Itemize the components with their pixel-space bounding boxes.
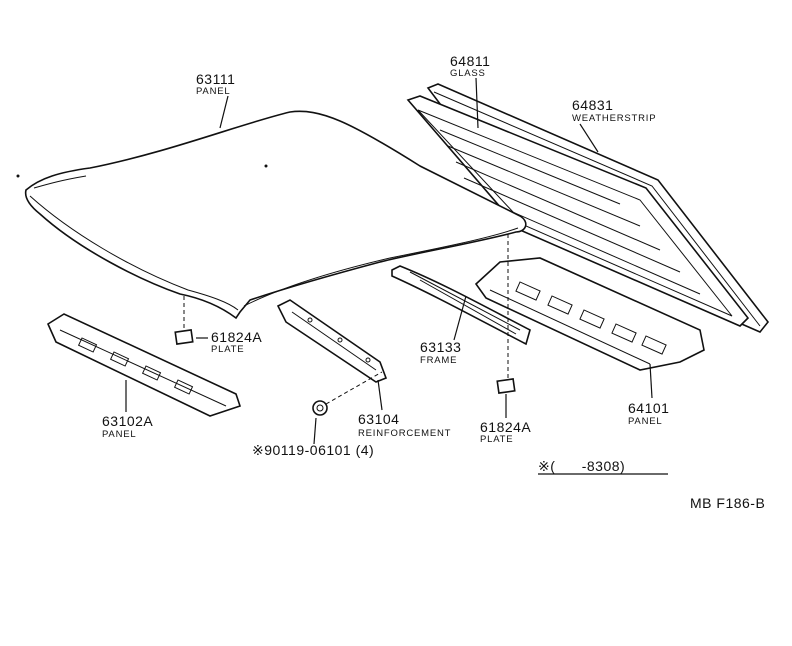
part-name: WEATHERSTRIP (572, 113, 656, 124)
bolt-label: ※90119-06101 (4) (252, 442, 374, 458)
part-name: PANEL (102, 429, 136, 440)
part-label-63104: 63104 REINFORCEMENT (358, 411, 451, 439)
part-label-64811: 64811 GLASS (450, 53, 490, 79)
diagram-code: MB F186-B (690, 495, 765, 511)
plate-upper-shape (174, 329, 194, 345)
part-number: 64831 (572, 97, 613, 113)
part-number: 64101 (628, 400, 669, 416)
part-number: 63104 (358, 411, 399, 427)
part-name: PANEL (196, 86, 230, 97)
plate-lower-shape (496, 378, 516, 394)
part-name: PANEL (628, 416, 662, 427)
part-label-61824a-upper: 61824A PLATE (211, 329, 262, 355)
bolt-shape (312, 400, 328, 416)
front-panel-shape (46, 313, 242, 417)
part-number: 64811 (450, 53, 490, 69)
part-name: GLASS (450, 68, 486, 79)
part-number: 61824A (211, 329, 262, 345)
part-label-64101: 64101 PANEL (628, 400, 669, 427)
part-name: PLATE (211, 344, 244, 355)
part-number: 63133 (420, 339, 461, 355)
rear-panel-shape (474, 257, 705, 371)
part-label-61824a-lower: 61824A PLATE (480, 419, 531, 445)
roof-panel-shape (16, 110, 527, 320)
part-name: FRAME (420, 355, 457, 366)
footnote: ※( -8308) (538, 458, 625, 474)
frame-shape (391, 265, 531, 346)
reinforcement-shape (276, 299, 388, 383)
part-name: REINFORCEMENT (358, 428, 451, 439)
part-number: 61824A (480, 419, 531, 435)
part-label-63111: 63111 PANEL (196, 71, 235, 97)
part-label-63102a: 63102A PANEL (102, 413, 153, 440)
part-number: 63102A (102, 413, 153, 429)
part-label-63133: 63133 FRAME (420, 339, 461, 366)
part-label-64831: 64831 WEATHERSTRIP (572, 97, 656, 124)
part-number: 63111 (196, 71, 235, 87)
part-name: PLATE (480, 434, 513, 445)
leader-lines (125, 77, 668, 475)
